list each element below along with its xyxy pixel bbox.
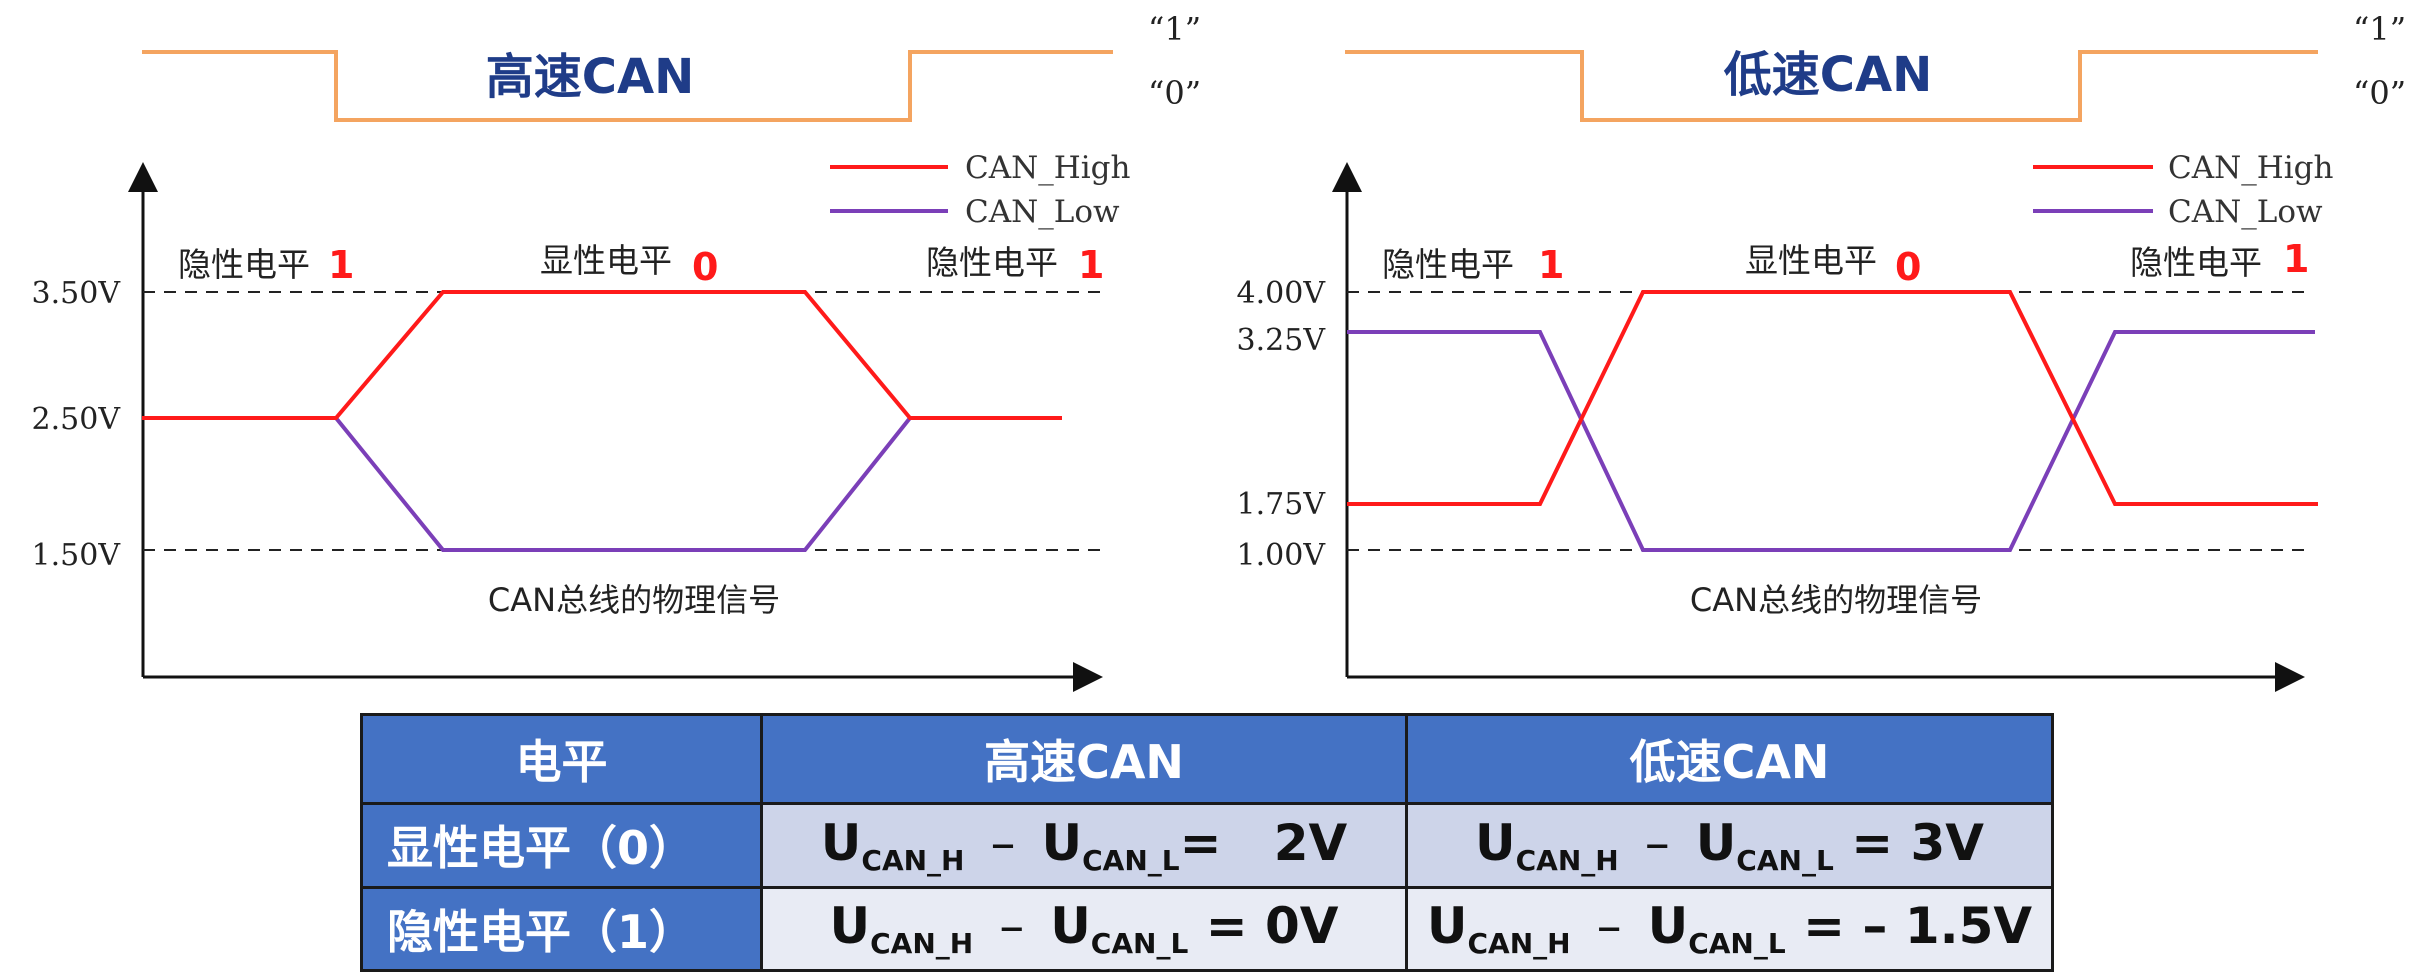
ls-legend: CAN_High CAN_Low	[2033, 150, 2334, 230]
table-header-low-speed: 低速CAN	[1405, 713, 2054, 805]
ls-can-high-line	[1347, 290, 2318, 506]
ls-state-right-label: 隐性电平	[2130, 243, 2262, 282]
ls-can-low-line	[1347, 330, 2315, 552]
ls-title: 低速CAN	[1724, 47, 1933, 103]
hs-state-middle-bit: 0	[692, 245, 718, 289]
table-row: 显性电平（0） UCAN_H–UCAN_L= 2V UCAN_H–UCAN_L …	[360, 802, 2054, 889]
ls-logic-signal	[1345, 50, 2318, 122]
recessive-low-speed-formula: UCAN_H–UCAN_L = – 1.5V	[1405, 885, 2054, 972]
row-label-dominant: 显性电平（0）	[360, 802, 763, 889]
ls-state-right-bit: 1	[2283, 237, 2309, 281]
table-header-level: 电平	[360, 713, 763, 805]
hs-logic-zero-label: “0”	[1148, 74, 1201, 112]
hs-can-high-line	[142, 290, 1062, 420]
hs-logic-one-label: “1”	[1148, 10, 1201, 48]
ls-legend-low-label: CAN_Low	[2168, 194, 2323, 230]
hs-state-right-bit: 1	[1078, 243, 1104, 287]
hs-y-tick-label: 2.50V	[32, 402, 122, 437]
hs-can-low-line	[334, 416, 912, 552]
hs-legend-low-label: CAN_Low	[965, 194, 1120, 230]
ls-caption: CAN总线的物理信号	[1690, 581, 1982, 619]
ls-logic-zero-label: “0”	[2353, 74, 2406, 112]
hs-title: 高速CAN	[486, 49, 695, 105]
ls-logic-one-label: “1”	[2353, 10, 2406, 48]
table-header-row: 电平 高速CAN 低速CAN	[360, 713, 2054, 805]
table-row: 隐性电平（1） UCAN_H–UCAN_L = 0V UCAN_H–UCAN_L…	[360, 885, 2054, 972]
hs-state-left-bit: 1	[328, 243, 354, 287]
hs-logic-signal	[142, 50, 1113, 122]
hs-y-tick-label: 1.50V	[32, 538, 122, 573]
high-speed-panel: 高速CAN “1” “0” 3.50V 2.50V 1.50V CAN_High…	[32, 10, 1201, 692]
hs-caption: CAN总线的物理信号	[488, 581, 780, 619]
hs-legend-high-label: CAN_High	[965, 150, 1131, 186]
hs-legend: CAN_High CAN_Low	[830, 150, 1131, 230]
ls-state-middle-label: 显性电平	[1745, 241, 1877, 280]
ls-state-left-bit: 1	[1538, 243, 1564, 287]
hs-state-middle-label: 显性电平	[540, 241, 672, 280]
can-levels-table: 电平 高速CAN 低速CAN 显性电平（0） UCAN_H–UCAN_L= 2V…	[360, 713, 2054, 972]
ls-legend-high-label: CAN_High	[2168, 150, 2334, 186]
ls-y-tick-label: 1.75V	[1237, 487, 1327, 522]
table-header-high-speed: 高速CAN	[760, 713, 1408, 805]
ls-state-middle-bit: 0	[1895, 245, 1921, 289]
ls-y-tick-label: 4.00V	[1237, 276, 1327, 311]
dominant-low-speed-formula: UCAN_H–UCAN_L = 3V	[1405, 802, 2054, 889]
hs-state-left-label: 隐性电平	[178, 245, 310, 284]
ls-state-left-label: 隐性电平	[1382, 245, 1514, 284]
low-speed-panel: 低速CAN “1” “0” 4.00V 3.25V 1.75V 1.00V CA…	[1237, 10, 2406, 692]
row-label-recessive: 隐性电平（1）	[360, 885, 763, 972]
dominant-high-speed-formula: UCAN_H–UCAN_L= 2V	[760, 802, 1408, 889]
ls-y-tick-label: 3.25V	[1237, 323, 1327, 358]
ls-y-tick-label: 1.00V	[1237, 538, 1327, 573]
hs-y-tick-label: 3.50V	[32, 276, 122, 311]
hs-state-right-label: 隐性电平	[926, 243, 1058, 282]
recessive-high-speed-formula: UCAN_H–UCAN_L = 0V	[760, 885, 1408, 972]
